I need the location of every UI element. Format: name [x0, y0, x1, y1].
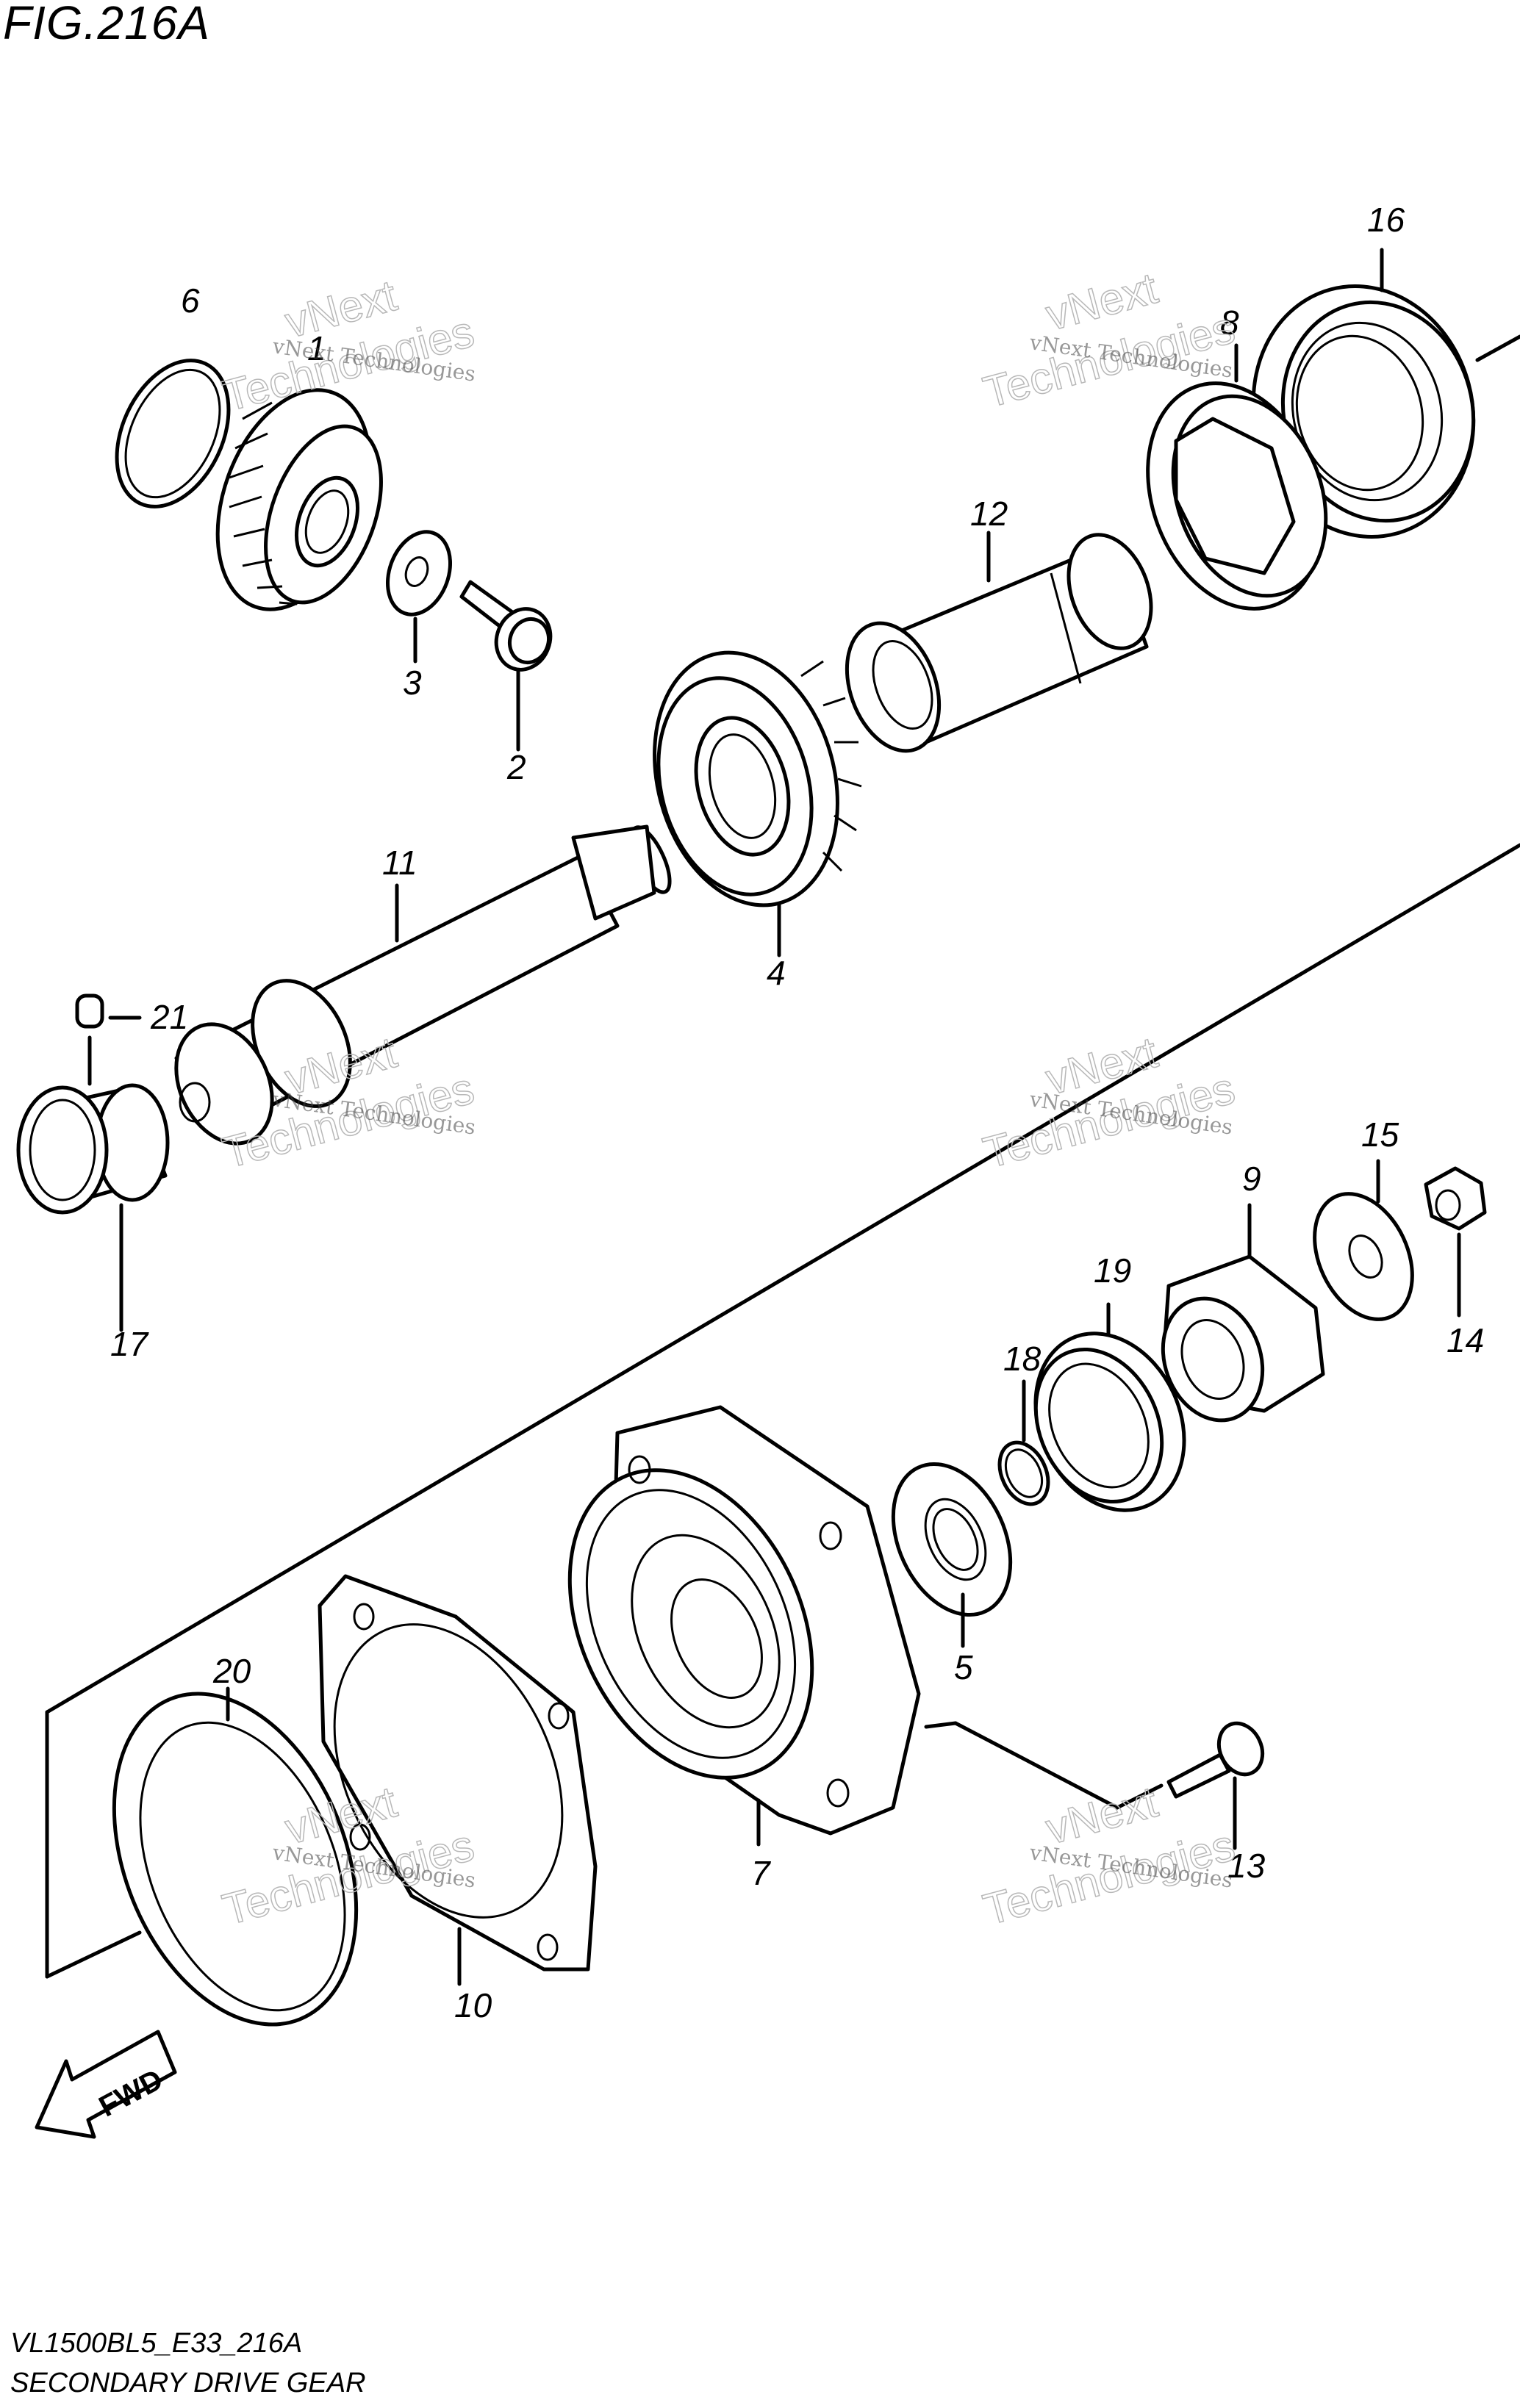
part-3-washer — [385, 530, 453, 664]
callout-18: 18 — [1003, 1340, 1042, 1378]
part-4-bevel-gear — [653, 650, 862, 957]
part-8-spacer — [1146, 343, 1328, 611]
watermark: vNext Technologies vNext Technologies — [217, 270, 479, 421]
part-11-shaft — [174, 824, 672, 1146]
callout-6: 6 — [181, 281, 200, 320]
watermark: vNext Technologies vNext Technologies — [978, 1027, 1240, 1178]
part-1-bevel-gear — [215, 388, 383, 611]
callout-19: 19 — [1094, 1251, 1131, 1290]
watermark: vNext Technologies vNext Technologies — [978, 1776, 1240, 1935]
callout-20: 20 — [212, 1652, 251, 1690]
callout-3: 3 — [403, 664, 422, 702]
callout-16: 16 — [1367, 201, 1405, 239]
part-13-bolt — [1166, 1721, 1265, 1850]
callout-5: 5 — [954, 1648, 973, 1686]
assembly-outline — [45, 334, 1520, 1979]
callout-10: 10 — [454, 1986, 492, 2024]
part-7-housing — [567, 1405, 921, 1847]
part-17-needle-bearing — [16, 1083, 170, 1332]
callout-4: 4 — [767, 954, 786, 992]
callout-12: 12 — [970, 495, 1008, 533]
part-20-o-ring — [112, 1686, 359, 2027]
part-10-gasket — [318, 1574, 598, 1986]
callout-7: 7 — [751, 1854, 771, 1892]
part-5-oil-seal — [891, 1462, 1013, 1648]
part-6-o-ring — [115, 359, 231, 508]
callout-1: 1 — [307, 329, 326, 367]
part-19-oil-seal — [1033, 1302, 1186, 1512]
callout-13: 13 — [1227, 1847, 1266, 1885]
callout-17: 17 — [110, 1325, 149, 1363]
figure-title: FIG.216A — [3, 0, 210, 49]
callout-14: 14 — [1446, 1321, 1484, 1359]
part-12-sleeve — [845, 531, 1153, 753]
part-2-bolt — [459, 580, 553, 752]
footer-model-code: VL1500BL5_E33_216A — [10, 2328, 303, 2359]
part-18-o-ring — [997, 1379, 1050, 1506]
callout-labels: 1 2 3 4 5 6 7 8 9 10 11 12 13 14 15 16 1… — [110, 201, 1484, 2024]
callout-15: 15 — [1361, 1115, 1399, 1154]
part-15-washer — [1313, 1159, 1414, 1321]
callout-11: 11 — [382, 844, 417, 882]
part-14-nut — [1424, 1166, 1487, 1318]
part-9-coupling — [1161, 1203, 1325, 1423]
fwd-arrow-icon: FWD — [35, 2030, 177, 2139]
callout-21: 21 — [150, 998, 188, 1036]
callout-2: 2 — [506, 748, 526, 786]
callout-8: 8 — [1220, 303, 1239, 342]
callout-9: 9 — [1242, 1160, 1261, 1198]
footer-section-name: SECONDARY DRIVE GEAR — [10, 2368, 366, 2398]
part-21-pin — [75, 993, 142, 1086]
